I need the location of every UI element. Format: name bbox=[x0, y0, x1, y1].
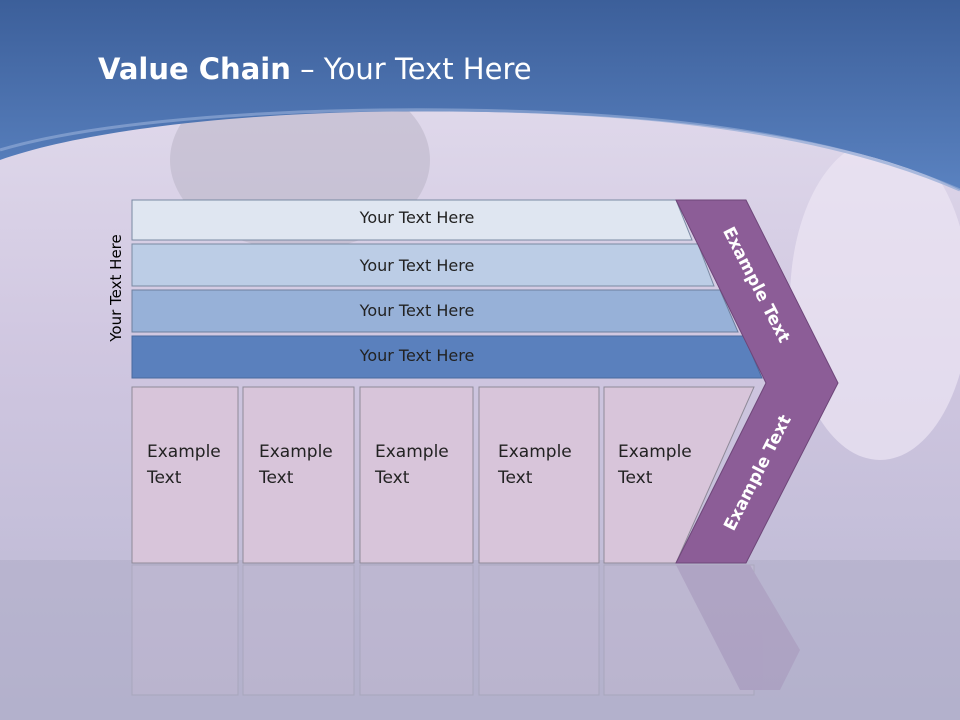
box-2 bbox=[242, 386, 355, 564]
row-3-label: Your Text Here bbox=[359, 301, 475, 320]
row-2-label: Your Text Here bbox=[359, 256, 475, 275]
title-bold: Value Chain bbox=[98, 52, 291, 86]
box-3 bbox=[359, 386, 474, 564]
reflection-group bbox=[131, 564, 800, 696]
row-1-bar bbox=[131, 199, 693, 241]
row-4-bar bbox=[131, 335, 763, 379]
box-4-label: Example Text bbox=[498, 442, 572, 488]
row-4-label: Your Text Here bbox=[359, 346, 475, 365]
box-2-label: Example Text bbox=[259, 442, 333, 488]
title-rest: – Your Text Here bbox=[290, 52, 532, 86]
chevron-arrow bbox=[675, 199, 839, 564]
box-1 bbox=[131, 386, 239, 564]
row-3-bar bbox=[131, 289, 739, 333]
box-1-label: Example Text bbox=[147, 442, 221, 488]
box-4 bbox=[478, 386, 600, 564]
box-5-label: Example Text bbox=[618, 442, 692, 488]
box-3-label: Example Text bbox=[375, 442, 449, 488]
slide-title: Value Chain – Your Text Here bbox=[98, 52, 532, 86]
row-1-label: Your Text Here bbox=[359, 208, 475, 227]
row-2-bar bbox=[131, 243, 715, 287]
